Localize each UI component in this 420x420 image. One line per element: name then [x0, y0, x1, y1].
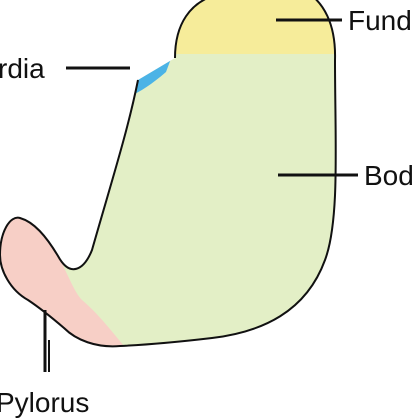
body-label: Bod	[364, 160, 414, 191]
fundus-region	[150, 0, 336, 54]
pylorus-label: Pylorus	[0, 387, 89, 418]
stomach-outline	[0, 0, 337, 348]
fundus-label: Fund	[348, 5, 412, 36]
cardia-label: rdia	[0, 53, 45, 84]
